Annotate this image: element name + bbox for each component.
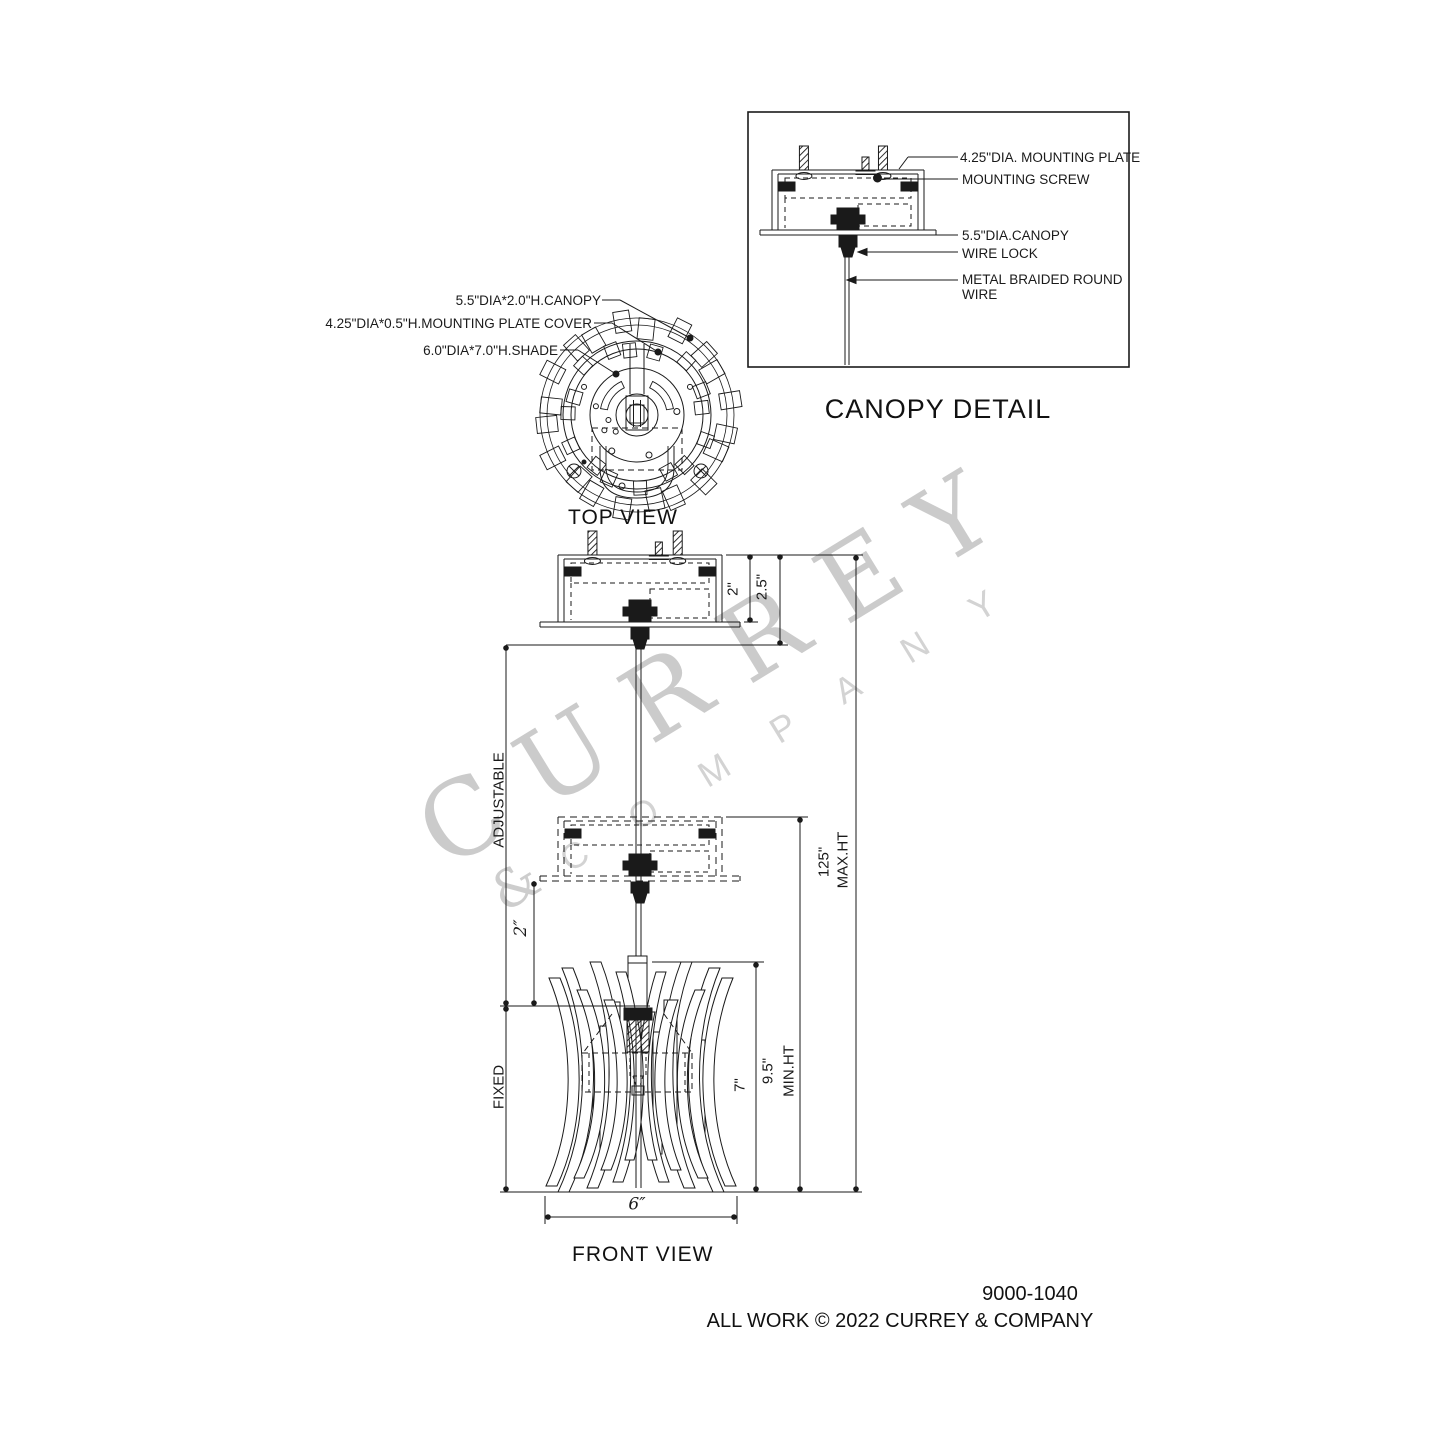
dim-min-height-label: MIN.HT [780, 1045, 798, 1097]
dim-min-height-value: 9.5" [759, 1057, 777, 1085]
dim-fixed: FIXED [490, 1064, 508, 1110]
label-wire-lock: WIRE LOCK [962, 246, 1038, 261]
dim-shade-height: 7" [731, 1078, 749, 1092]
label-topview-canopy: 5.5"DIA*2.0"H.CANOPY [455, 293, 601, 308]
canopy-detail-title: CANOPY DETAIL [824, 394, 1052, 424]
dim-canopy-height: 2" [724, 582, 742, 596]
label-braided-wire: METAL BRAIDED ROUND WIRE [962, 272, 1123, 302]
label-topview-shade: 6.0"DIA*7.0"H.SHADE [423, 343, 558, 358]
label-topview-plate-cover: 4.25"DIA*0.5"H.MOUNTING PLATE COVER [325, 316, 592, 331]
copyright-line: ALL WORK © 2022 CURREY & COMPANY [706, 1310, 1094, 1332]
dim-max-height-value: 125" [815, 846, 833, 878]
label-mounting-plate: 4.25"DIA. MOUNTING PLATE [960, 150, 1141, 165]
model-number: 9000-1040 [982, 1283, 1078, 1305]
top-view-title: TOP VIEW [568, 506, 678, 529]
dim-max-height-label: MAX.HT [834, 831, 852, 889]
dim-canopy-total-height: 2.5" [753, 573, 771, 601]
label-canopy: 5.5"DIA.CANOPY [962, 228, 1069, 243]
dim-shade-width: 6″ [628, 1194, 646, 1215]
dim-wire-gap: 2″ [511, 919, 531, 937]
dim-adjustable: ADJUSTABLE [490, 752, 508, 848]
label-mounting-screw: MOUNTING SCREW [962, 172, 1090, 187]
front-view-title: FRONT VIEW [572, 1243, 714, 1266]
